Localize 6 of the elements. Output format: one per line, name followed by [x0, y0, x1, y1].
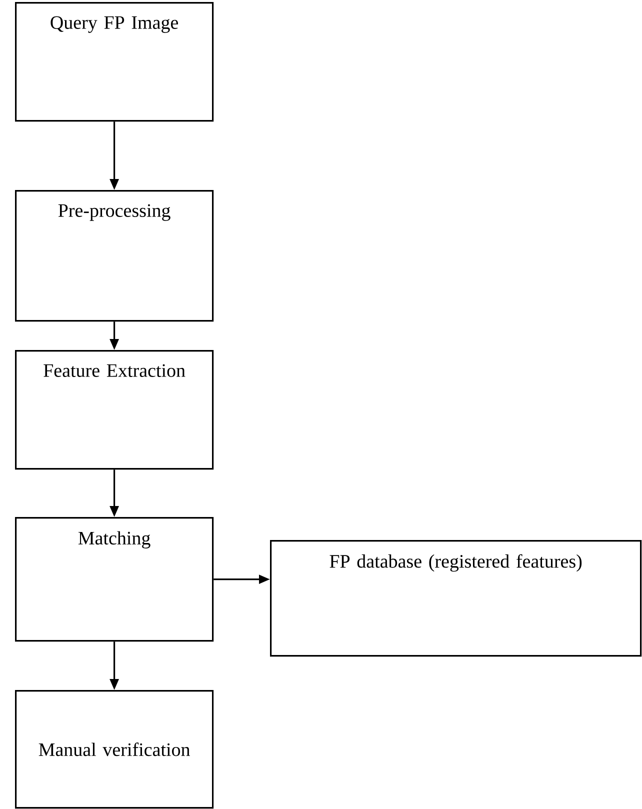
process-box: Manual verification [15, 690, 214, 809]
process-box: Feature Extraction [15, 350, 214, 470]
process-box: FP database (registered features) [270, 540, 642, 657]
process-box: Query FP Image [15, 2, 214, 122]
process-box: Matching [15, 517, 214, 642]
process-box: Pre-processing [15, 190, 214, 322]
